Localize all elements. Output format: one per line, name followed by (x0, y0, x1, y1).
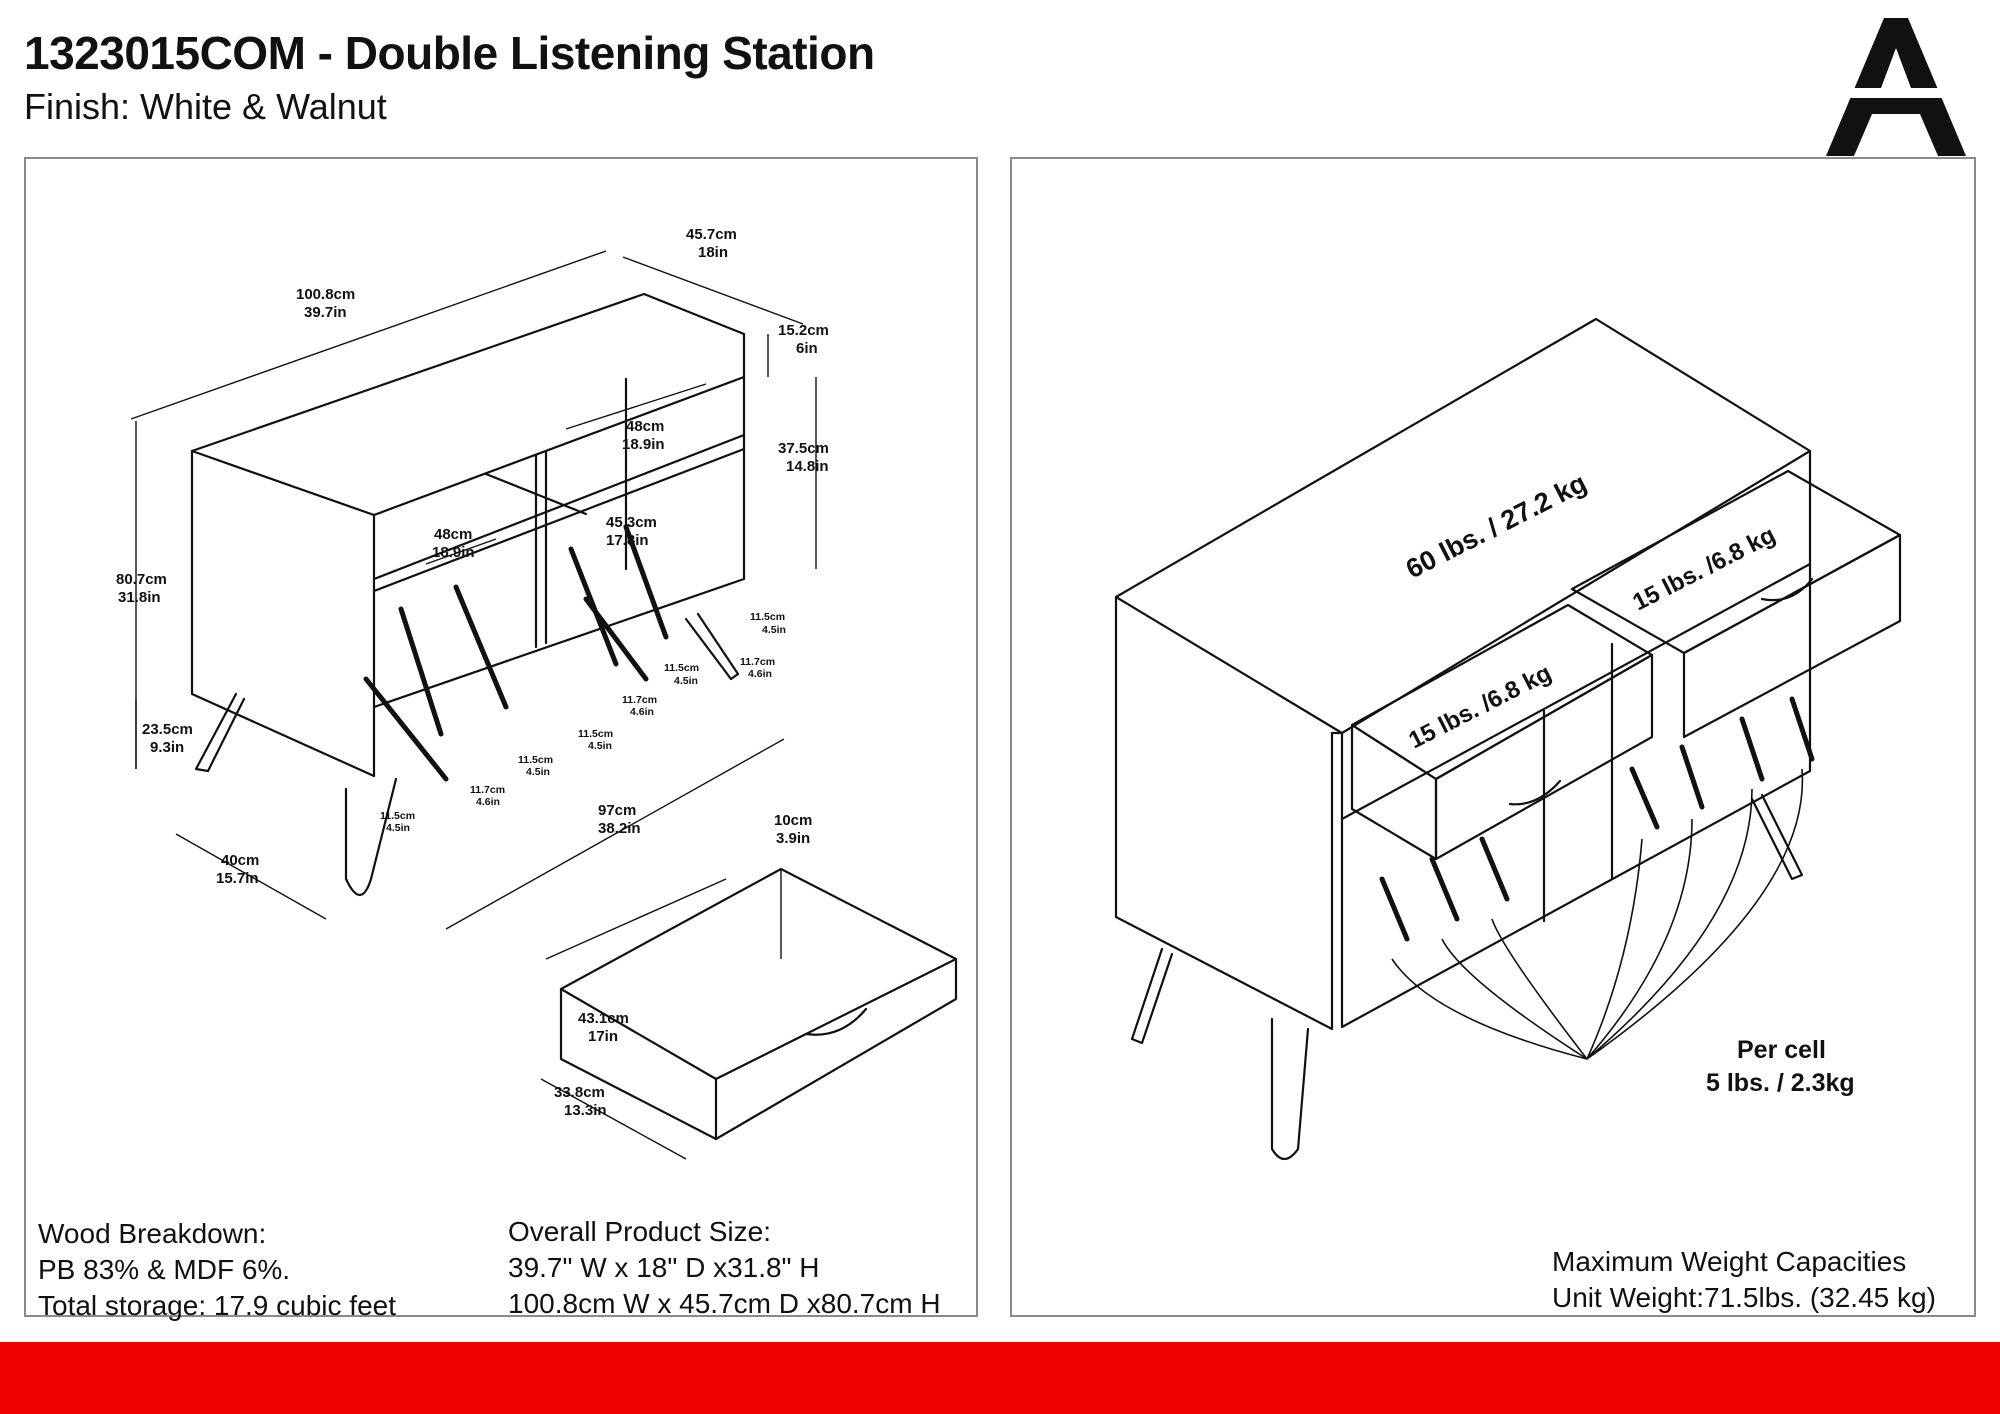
dim-cell-height-cm: 37.5cm (778, 440, 829, 457)
dim-drawer-height-in: 6in (796, 340, 818, 357)
weight-capacity-panel: 60 lbs. / 27.2 kg 15 lbs. /6.8 kg 15 lbs… (1010, 157, 1976, 1317)
overall-size-heading: Overall Product Size: (508, 1216, 771, 1247)
dim-inner-width-cm: 97cm (598, 802, 636, 819)
dimension-drawing: 100.8cm 39.7in 45.7cm 18in 15.2cm 6in 48… (116, 226, 958, 1160)
dim-drawer-box-depth-in: 13.3in (564, 1102, 607, 1119)
dim-cell-depth-in: 17.8in (606, 532, 649, 549)
dim-width-cm: 100.8cm (296, 286, 355, 303)
dim-slot-e-cm: 11.5cm (578, 728, 613, 740)
dim-slot-b-cm: 11.7cm (740, 656, 775, 668)
dim-slot-d-in: 4.6in (630, 706, 654, 718)
dim-front-cell-width-in: 18.9in (432, 544, 475, 561)
wood-breakdown: Wood Breakdown: PB 83% & MDF 6%. Total s… (38, 1216, 396, 1324)
dim-total-height-cm: 80.7cm (116, 571, 167, 588)
dim-drawer-box-depth-cm: 33.8cm (554, 1084, 605, 1101)
dim-drawer-box-height-cm: 10cm (774, 812, 812, 829)
dim-slot-b-in: 4.6in (748, 668, 772, 680)
dim-slot-f-in: 4.5in (526, 766, 550, 778)
dimensions-panel: 100.8cm 39.7in 45.7cm 18in 15.2cm 6in 48… (24, 157, 978, 1321)
dim-leg-depth-cm: 40cm (221, 852, 259, 869)
dim-slot-e-in: 4.5in (588, 740, 612, 752)
dim-leg-height-cm: 23.5cm (142, 721, 193, 738)
footer-red-band (0, 1342, 2000, 1414)
unit-weight: Unit Weight:71.5lbs. (32.45 kg) (1552, 1282, 1936, 1313)
overall-size-metric: 100.8cm W x 45.7cm D x80.7cm H (508, 1288, 941, 1319)
dim-drawer-box-width-in: 17in (588, 1028, 618, 1045)
dimension-lines (130, 250, 817, 930)
overall-product-size: Overall Product Size: 39.7" W x 18" D x3… (508, 1214, 941, 1322)
cabinet-isometric (190, 292, 746, 897)
dim-width-in: 39.7in (304, 304, 347, 321)
page-title: 1323015COM - Double Listening Station (24, 27, 875, 79)
drawer-right-capacity-label: 15 lbs. /6.8 kg (1628, 521, 1779, 616)
dim-cell-depth-cm: 45.3cm (606, 514, 657, 531)
wood-breakdown-line2: Total storage: 17.9 cubic feet (38, 1290, 396, 1321)
dim-slot-h-cm: 11.5cm (380, 810, 415, 822)
dim-front-cell-width-cm: 48cm (434, 526, 472, 543)
max-weight-heading: Maximum Weight Capacities (1552, 1246, 1907, 1277)
per-cell-capacity: 5 lbs. / 2.3kg (1706, 1069, 1855, 1097)
overall-size-imperial: 39.7" W x 18" D x31.8" H (508, 1252, 820, 1283)
dim-slot-h-in: 4.5in (386, 822, 410, 834)
dim-drawer-height-cm: 15.2cm (778, 322, 829, 339)
dim-leg-depth-in: 15.7in (216, 870, 259, 887)
dim-top-cell-width-in: 18.9in (622, 436, 665, 453)
top-capacity-label: 60 lbs. / 27.2 kg (1401, 468, 1591, 585)
dim-slot-a-cm: 11.5cm (750, 611, 785, 623)
dim-slot-c-cm: 11.5cm (664, 662, 699, 674)
wood-breakdown-heading: Wood Breakdown: (38, 1218, 267, 1249)
dim-slot-f-cm: 11.5cm (518, 754, 553, 766)
dim-drawer-box-height-in: 3.9in (776, 830, 810, 847)
dim-slot-g-cm: 11.7cm (470, 784, 505, 796)
dim-drawer-box-width-cm: 43.1cm (578, 1010, 629, 1027)
brand-a-logo-icon (1826, 18, 1966, 156)
dim-depth-cm: 45.7cm (686, 226, 737, 243)
dim-inner-width-in: 38.2in (598, 820, 641, 837)
maximum-weight-capacities: Maximum Weight Capacities Unit Weight:71… (1552, 1244, 1936, 1316)
finish-label: Finish: White & Walnut (24, 86, 387, 127)
dim-top-cell-width-cm: 48cm (626, 418, 664, 435)
drawer-left-capacity-label: 15 lbs. /6.8 kg (1404, 659, 1555, 754)
drawer-isometric (540, 867, 958, 1160)
dim-slot-c-in: 4.5in (674, 675, 698, 687)
dim-cell-height-in: 14.8in (786, 458, 829, 475)
dim-total-height-in: 31.8in (118, 589, 161, 606)
weight-drawing: 60 lbs. / 27.2 kg 15 lbs. /6.8 kg 15 lbs… (1114, 317, 1902, 1161)
per-cell-label: Per cell (1737, 1036, 1826, 1064)
wood-breakdown-line1: PB 83% & MDF 6%. (38, 1254, 291, 1285)
dim-slot-g-in: 4.6in (476, 796, 500, 808)
dim-slot-a-in: 4.5in (762, 624, 786, 636)
dim-slot-d-cm: 11.7cm (622, 694, 657, 706)
cabinet-isometric-weights (1114, 317, 1902, 1161)
dim-depth-in: 18in (698, 244, 728, 261)
dim-leg-height-in: 9.3in (150, 739, 184, 756)
